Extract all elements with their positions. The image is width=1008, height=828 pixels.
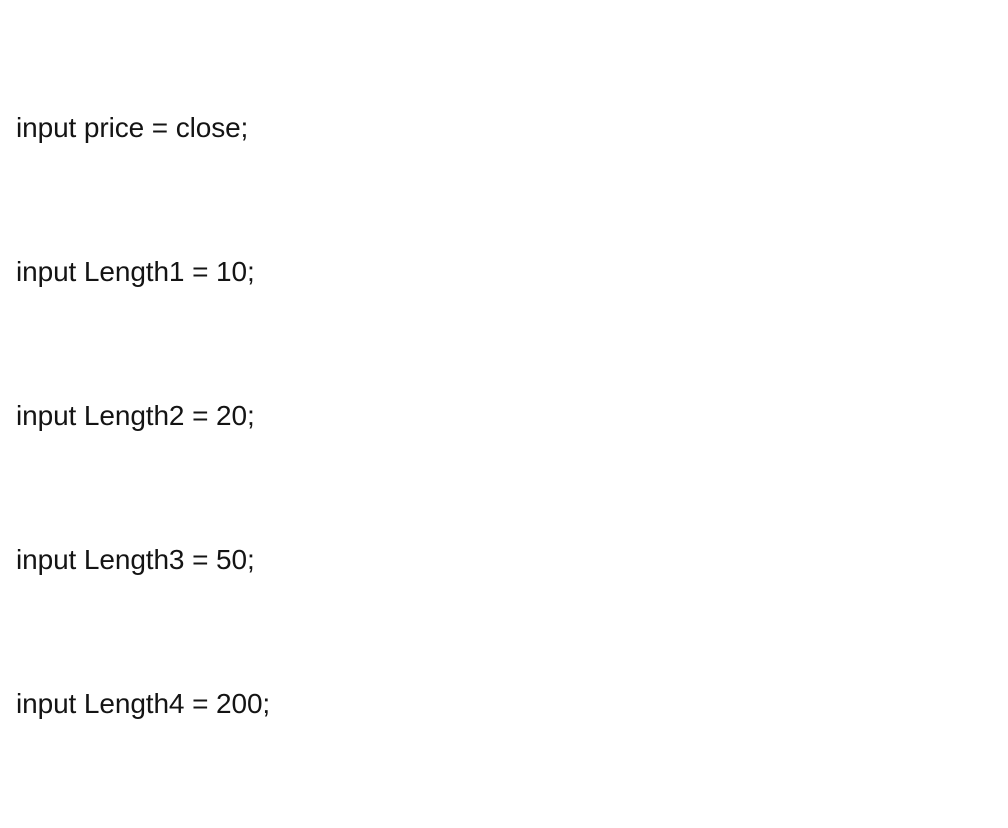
code-line-input-length1: input Length1 = 10;	[16, 256, 255, 287]
code-line-input-displace: input displace = 0;	[16, 824, 1008, 828]
code-line-input-length4: input Length4 = 200;	[16, 688, 271, 719]
code-line-input-length2: input Length2 = 20;	[16, 400, 255, 431]
code-line-input-length3: input Length3 = 50;	[16, 544, 255, 575]
code-line-input-price: input price = close;	[16, 112, 249, 143]
